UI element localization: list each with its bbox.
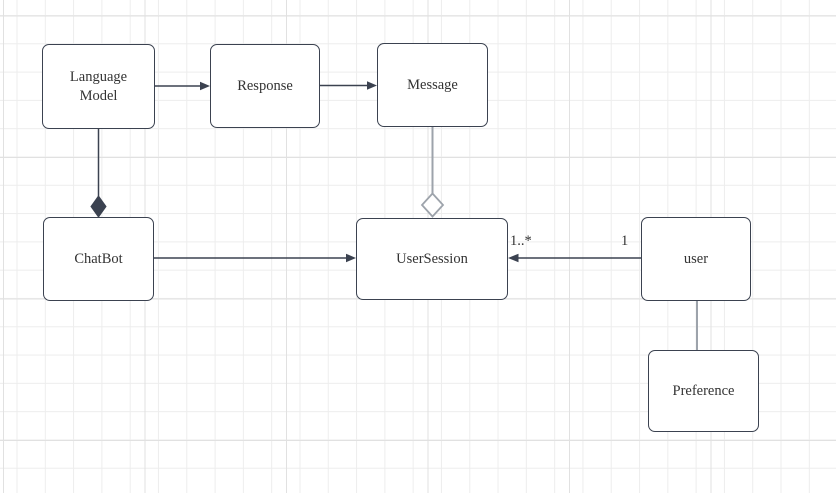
node-language-model[interactable]: Language Model [42,44,155,129]
arrowhead-icon [200,81,210,91]
arrowhead-icon [367,81,377,90]
edge-languagemodel-to-chatbot-composition[interactable] [90,129,107,218]
edge-languagemodel-to-response[interactable] [155,81,210,91]
node-label: ChatBot [74,250,123,267]
node-chatbot[interactable]: ChatBot [43,217,154,301]
aggregation-diamond-icon [420,192,445,218]
node-label: user [683,250,709,267]
edge-user-to-usersession[interactable] [508,253,641,263]
node-label: Preference [672,382,735,399]
edge-chatbot-to-usersession[interactable] [154,253,356,263]
arrowhead-icon [346,253,356,263]
multiplicity-label-usersession-end[interactable]: 1..* [510,233,532,249]
node-preference[interactable]: Preference [648,350,759,432]
arrowhead-icon [508,253,519,263]
node-user[interactable]: user [641,217,751,301]
node-message[interactable]: Message [377,43,488,127]
node-response[interactable]: Response [210,44,320,128]
composition-diamond-icon [90,195,107,218]
edge-response-to-message[interactable] [320,81,377,90]
node-label: Language Model [69,68,128,104]
multiplicity-label-user-end[interactable]: 1 [621,233,629,249]
node-label: UserSession [396,250,468,267]
edge-message-to-usersession-aggregation[interactable] [420,127,445,218]
node-label: Message [407,76,458,93]
node-label: Response [237,77,293,94]
node-usersession[interactable]: UserSession [356,218,508,300]
